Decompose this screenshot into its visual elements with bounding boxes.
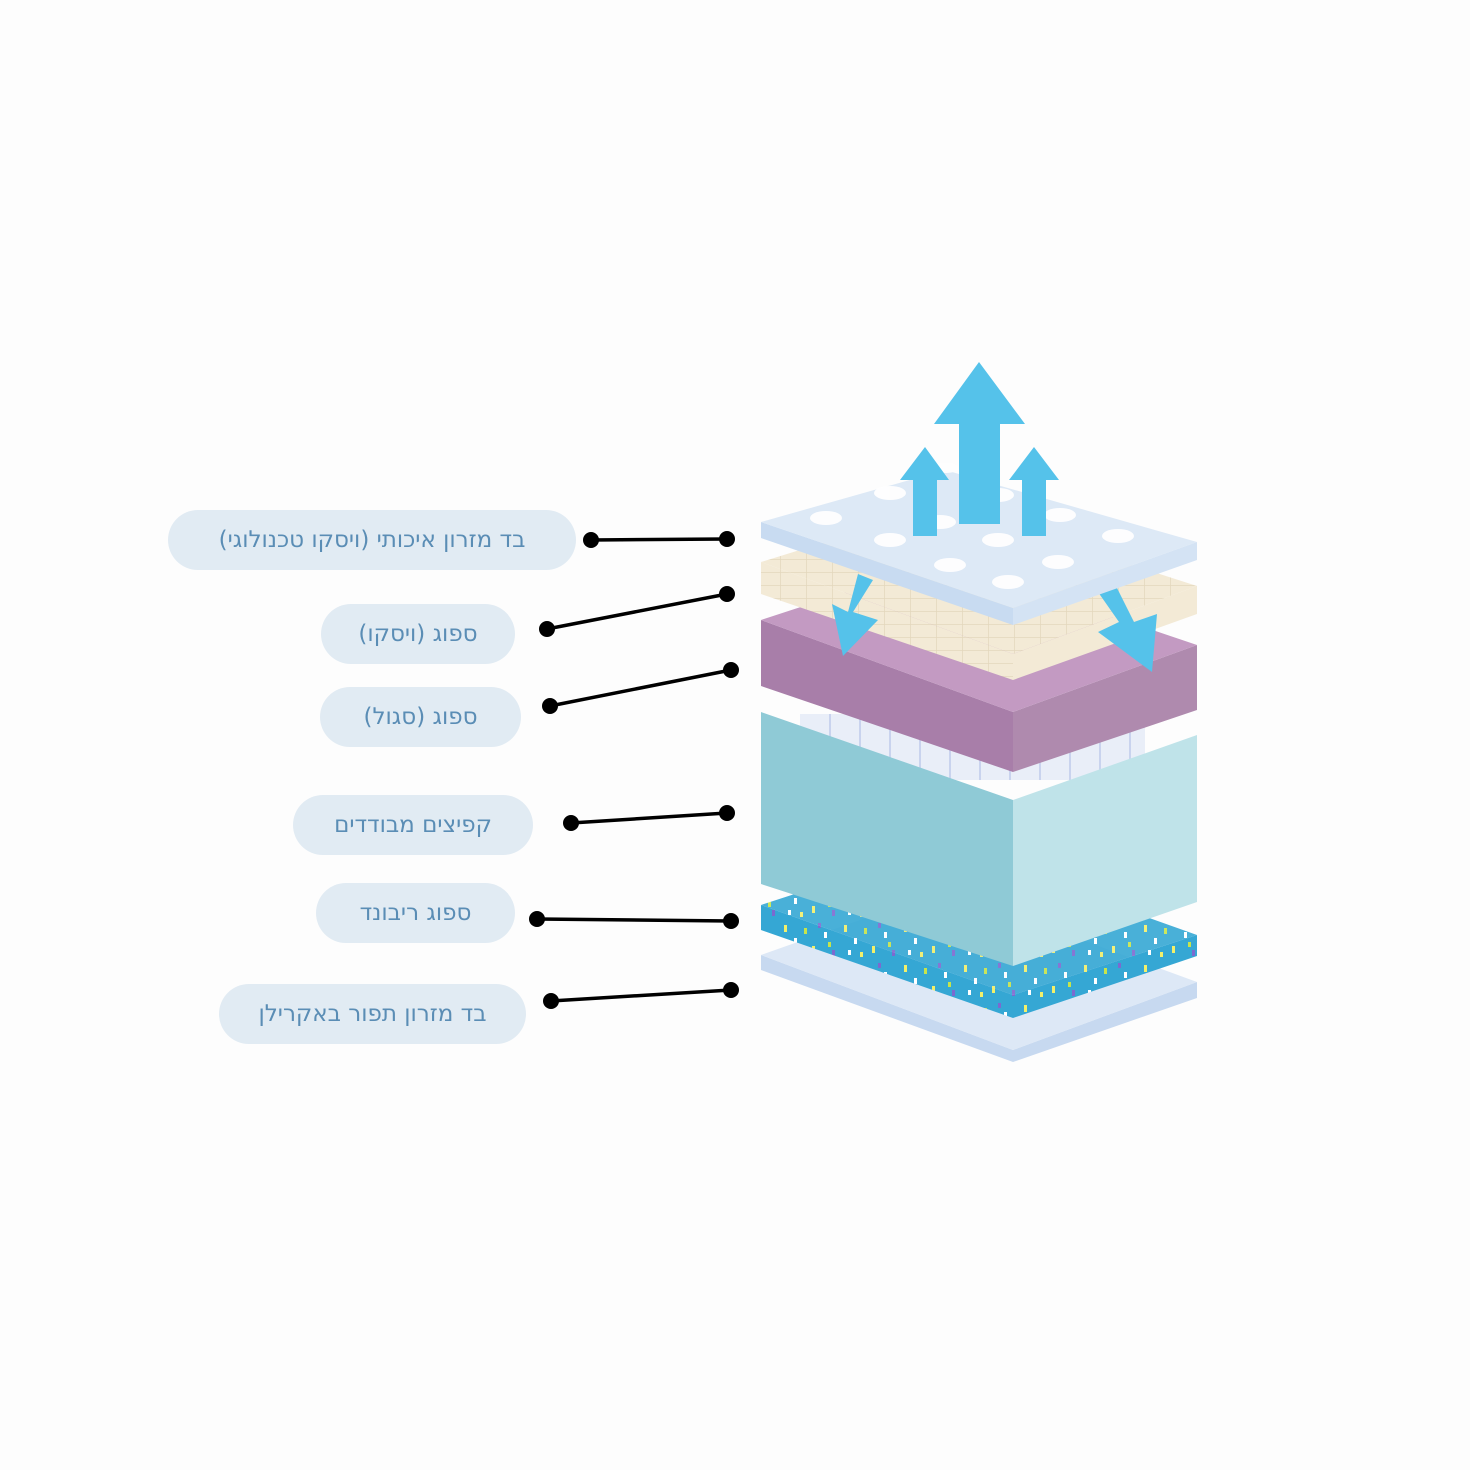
- label-cover-top: בד מזרון איכותי (ויסקו טכנולוגי): [168, 510, 576, 570]
- label-visco-foam: ספוג (ויסקו): [321, 604, 515, 664]
- label-purple-foam: ספוג (סגול): [320, 687, 521, 747]
- leader-lines: [536, 537, 732, 1003]
- label-rebond-foam: ספוג ריבונד: [316, 883, 515, 943]
- cover-top-layer: [761, 463, 1197, 625]
- airflow-down-arrows: [832, 574, 1157, 672]
- leader-dots: [529, 531, 739, 1009]
- label-cover-bottom: בד מזרון תפור באקרילן: [219, 984, 526, 1044]
- airflow-up-arrows: [900, 362, 1059, 536]
- label-pocket-springs: קפיצים מבודדים: [293, 795, 533, 855]
